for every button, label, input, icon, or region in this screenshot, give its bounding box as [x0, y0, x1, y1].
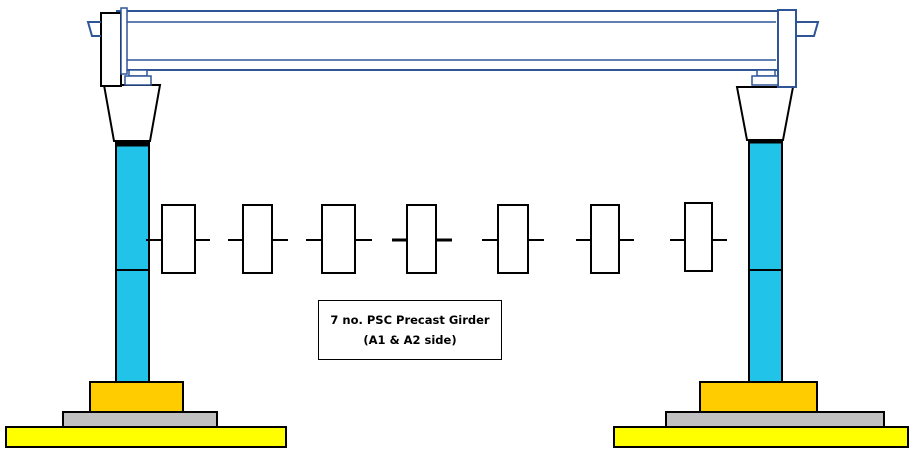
left-base-plate — [62, 411, 218, 428]
precast-girder-6 — [576, 204, 634, 274]
left-column-head — [102, 84, 162, 142]
left-end-frame — [86, 7, 152, 87]
callout-line-2: (A1 & A2 side) — [363, 333, 457, 347]
right-base-plate — [665, 411, 885, 428]
right-column — [748, 139, 783, 383]
precast-girder-5 — [482, 204, 544, 274]
gantry-beam — [116, 10, 782, 71]
precast-girder-2 — [228, 204, 288, 274]
precast-girder-7 — [670, 202, 727, 272]
left-pedestal — [89, 381, 184, 413]
precast-girder-3 — [306, 204, 372, 274]
girder-callout: 7 no. PSC Precast Girder (A1 & A2 side) — [318, 300, 502, 360]
precast-girder-4 — [392, 204, 452, 274]
right-pedestal — [699, 381, 818, 413]
left-column — [115, 142, 150, 383]
callout-line-1: 7 no. PSC Precast Girder — [330, 313, 490, 327]
left-footing — [5, 426, 287, 448]
right-footing — [613, 426, 909, 448]
precast-girders — [146, 202, 727, 274]
right-column-head — [735, 86, 795, 141]
right-end-frame — [751, 9, 820, 88]
precast-girder-1 — [146, 204, 210, 274]
